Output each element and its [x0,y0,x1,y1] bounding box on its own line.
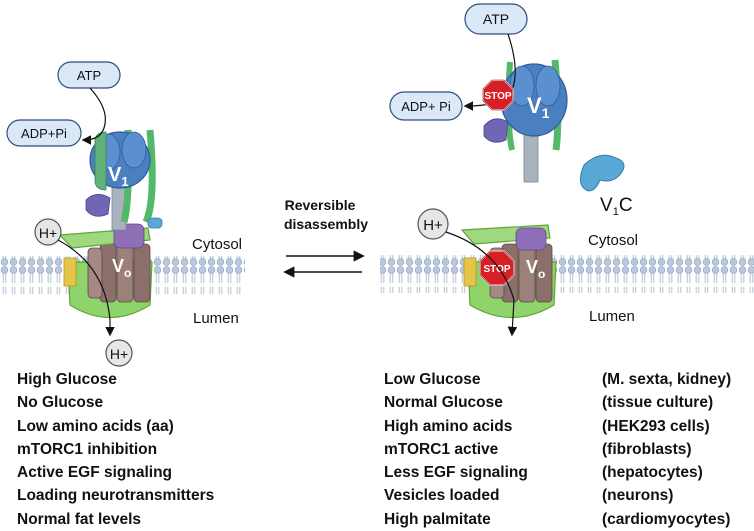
list-item: (cardiomyocytes) [602,510,731,528]
right-systems-list: (M. sexta, kidney) (tissue culture) (HEK… [602,368,731,531]
left-adp-label: ADP+Pi [21,126,67,141]
right-conditions-list: Low Glucose Normal Glucose High amino ac… [384,368,528,531]
left-proton-top-label: H+ [39,225,57,241]
middle-label-line1: Reversible [285,197,356,213]
stop-sign-bottom-label: STOP [483,264,510,275]
v1c-subunit [580,154,625,192]
list-item: No Glucose [17,394,104,412]
list-item: Active EGF signaling [17,464,173,482]
list-item: Low amino acids (aa) [17,417,174,435]
left-atp-arrow [81,87,106,145]
v1c-tail: C [619,195,633,216]
list-item: High Glucose [17,371,117,388]
svg-text:V1: V1 [527,93,550,121]
right-vo-label: V [526,257,538,277]
svg-text:V1: V1 [108,164,129,189]
list-item: (HEK293 cells) [602,417,710,435]
left-proton-path [57,239,115,337]
right-proton-path [445,231,518,337]
list-item: mTORC1 inhibition [17,440,158,458]
right-v1-sub: 1 [542,105,550,121]
left-v1-complex [85,129,163,231]
left-vo-complex [58,223,153,319]
left-proton-top [34,218,62,246]
left-proton-bottom-label: H+ [110,346,128,362]
left-cytosol-label: Cytosol [192,236,242,253]
right-proton-top [417,208,449,240]
v1c-label: V [600,195,613,216]
left-conditions-list: High Glucose No Glucose Low amino acids … [17,368,214,531]
right-atp-label: ATP [483,11,509,27]
svg-text:Vo: Vo [112,256,131,280]
right-cytosol-label: Cytosol [588,232,638,249]
right-lumen-label: Lumen [589,308,635,325]
list-item: (tissue culture) [602,394,714,412]
list-item: Vesicles loaded [384,487,500,505]
right-adp-bubble [389,91,463,121]
left-vo-label: V [112,256,124,276]
list-item: Less EGF signaling [384,464,528,482]
left-adp-bubble [6,119,82,147]
stop-sign-icon [479,250,515,286]
list-item: (M. sexta, kidney) [602,371,732,388]
left-atp-bubble [57,61,121,89]
left-lumen-label: Lumen [193,310,239,327]
list-item: Loading neurotransmitters [17,487,215,505]
right-atp-bubble [464,3,528,35]
left-v1-sub: 1 [121,174,128,189]
list-item: High amino acids [384,417,513,435]
list-item: (hepatocytes) [602,464,703,482]
right-v1-label: V [527,93,542,118]
svg-text:Vo: Vo [526,257,545,281]
right-adp-label: ADP+ Pi [401,99,451,114]
left-atp-label: ATP [77,68,101,83]
list-item: Low Glucose [384,371,481,388]
stop-sign-icon [482,79,514,111]
v1c-sub: 1 [613,206,619,218]
right-membrane [380,255,754,293]
list-item: Normal Glucose [384,394,503,412]
list-item: (neurons) [602,487,674,505]
right-v1-complex [483,59,568,183]
left-vo-sub: o [124,266,131,280]
stop-sign-top-label: STOP [484,91,511,102]
right-vo-sub: o [538,267,545,281]
right-proton-top-label: H+ [423,217,443,234]
left-v1-label: V [108,164,122,186]
middle-label-line2: disassembly [284,216,368,232]
list-item: (fibroblasts) [602,440,692,458]
list-item: mTORC1 active [384,440,499,458]
list-item: Normal fat levels [17,510,142,528]
list-item: High palmitate [384,510,491,528]
left-proton-bottom [105,339,133,367]
svg-text:V1C: V1C [600,195,633,218]
